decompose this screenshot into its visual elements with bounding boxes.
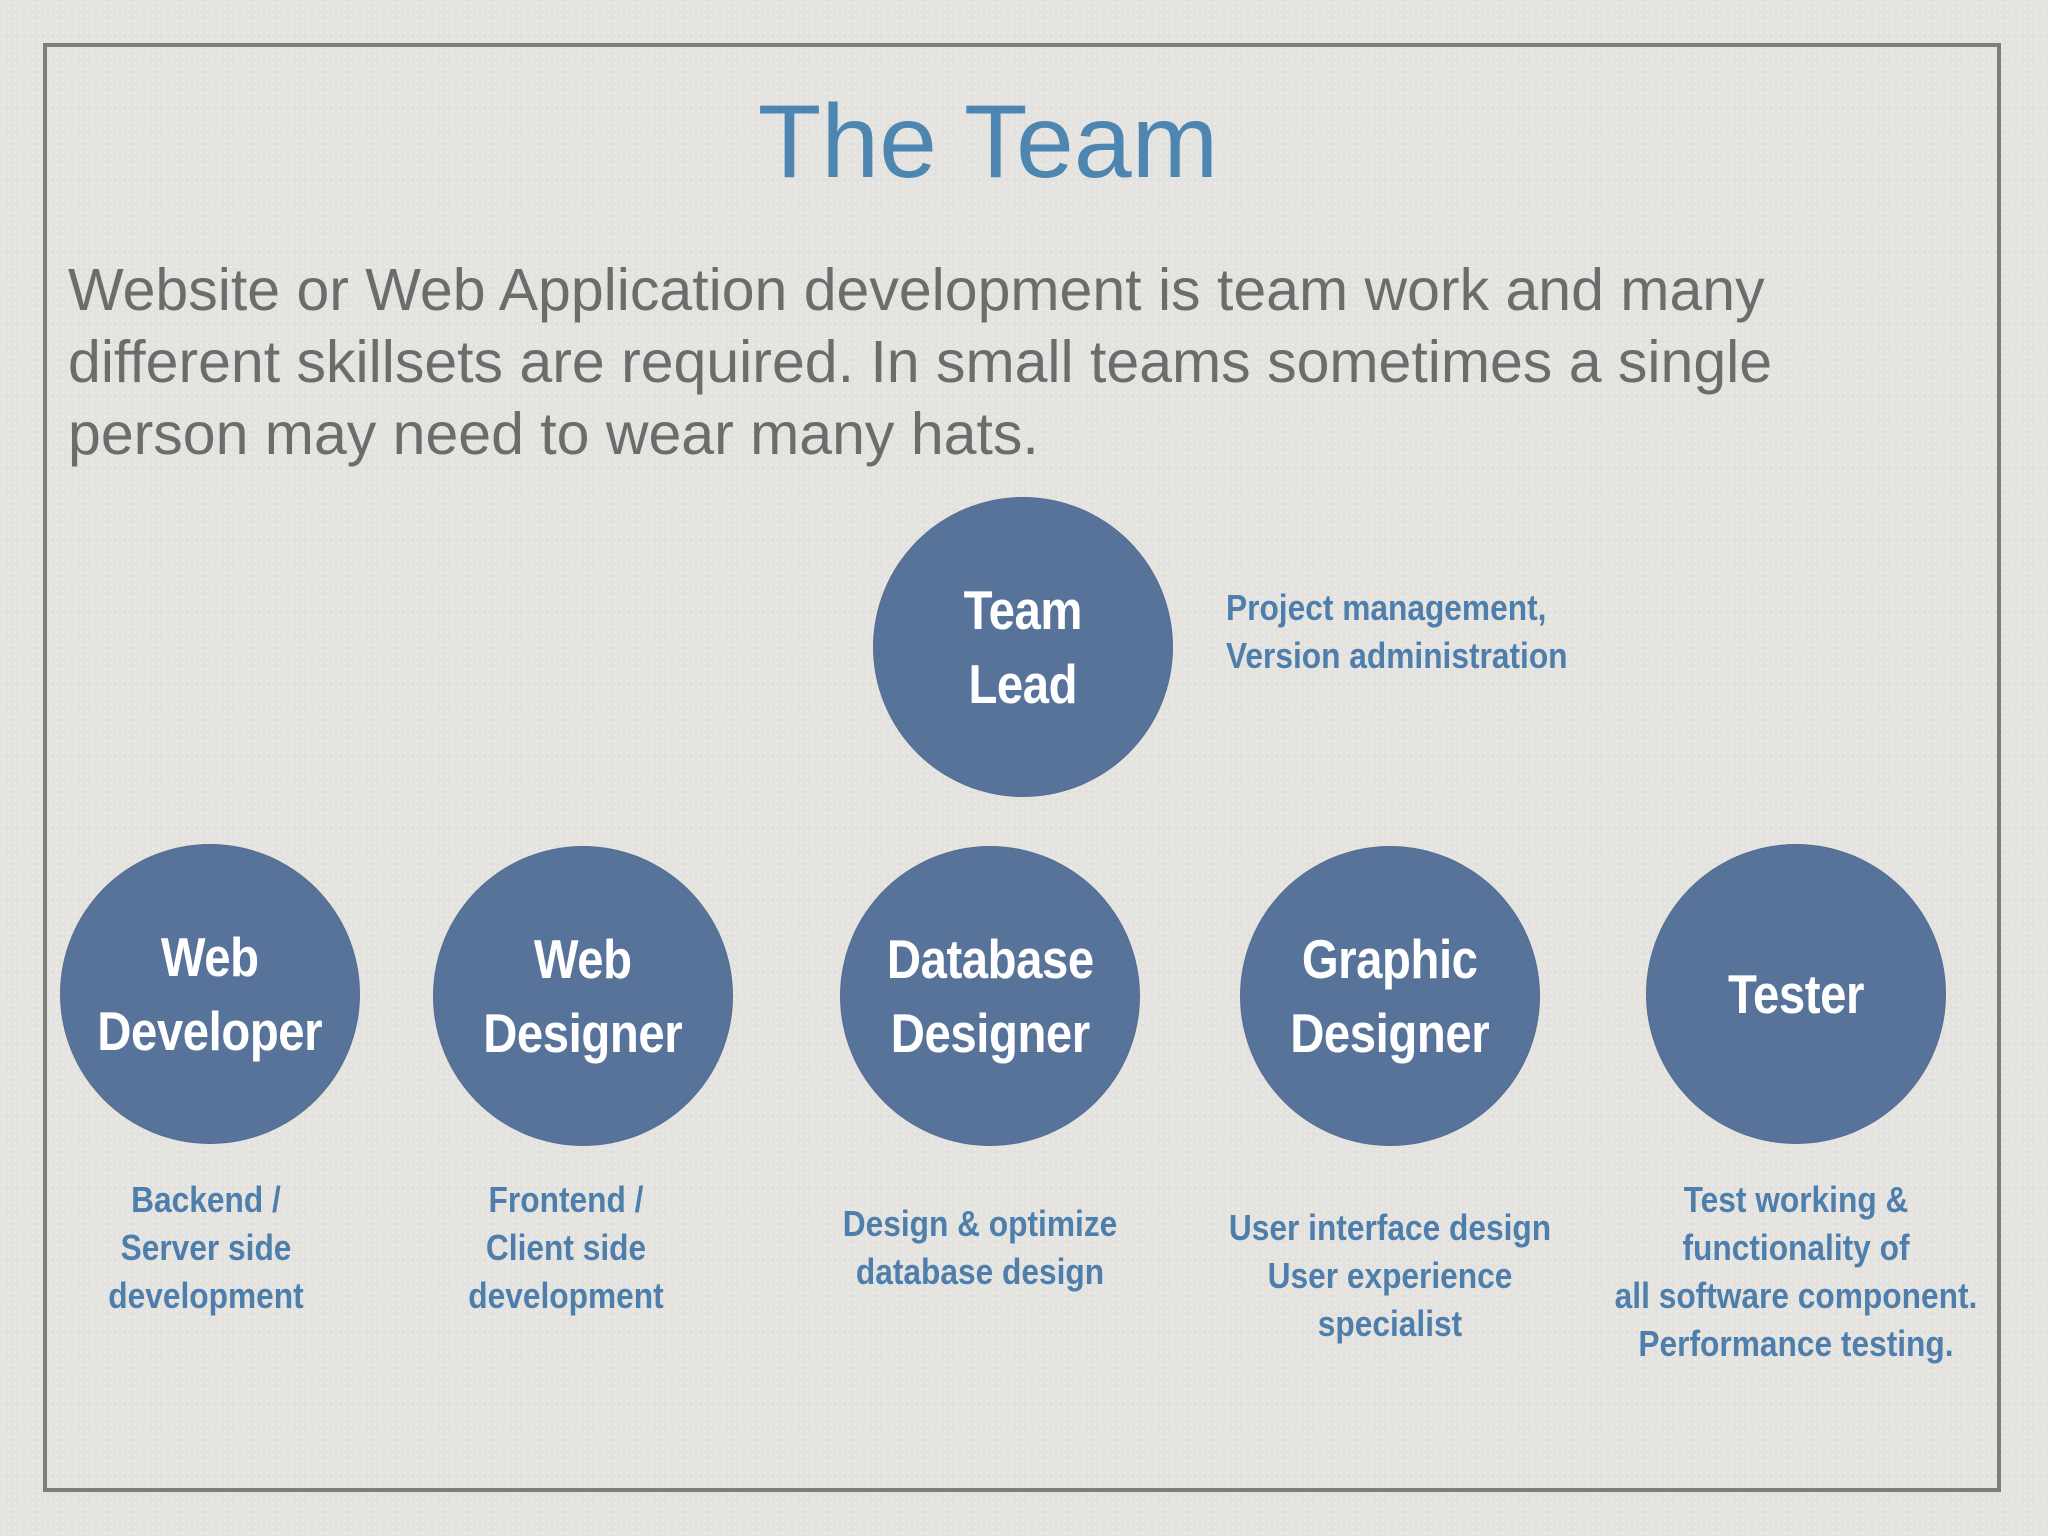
- database-designer-label: Database Designer: [886, 928, 1094, 1064]
- web-developer-description: Backend / Server side development: [108, 1179, 304, 1316]
- web-developer-circle: Web Developer: [60, 844, 360, 1144]
- team-lead-label: Team Lead: [963, 579, 1083, 715]
- tester-label: Tester: [1728, 963, 1864, 1025]
- graphic-designer-circle: Graphic Designer: [1240, 846, 1540, 1146]
- database-designer-description: Design & optimize database design: [842, 1203, 1118, 1292]
- graphic-designer-label: Graphic Designer: [1290, 928, 1490, 1064]
- web-developer-label: Web Developer: [97, 926, 323, 1062]
- intro-text: Website or Web Application development i…: [68, 257, 1773, 467]
- web-designer-description: Frontend / Client side development: [468, 1179, 664, 1316]
- graphic-designer-description: User interface design User experience sp…: [1228, 1207, 1552, 1344]
- web-designer-circle: Web Designer: [433, 846, 733, 1146]
- web-designer-label: Web Designer: [483, 928, 683, 1064]
- database-designer-circle: Database Designer: [840, 846, 1140, 1146]
- team-lead-circle: Team Lead: [873, 497, 1173, 797]
- tester-description: Test working & functionality of all soft…: [1614, 1179, 1978, 1364]
- team-lead-description: Project management, Version administrati…: [1226, 587, 1568, 676]
- tester-circle: Tester: [1646, 844, 1946, 1144]
- slide-frame: [43, 43, 2001, 1492]
- slide-title: The Team: [757, 84, 1219, 200]
